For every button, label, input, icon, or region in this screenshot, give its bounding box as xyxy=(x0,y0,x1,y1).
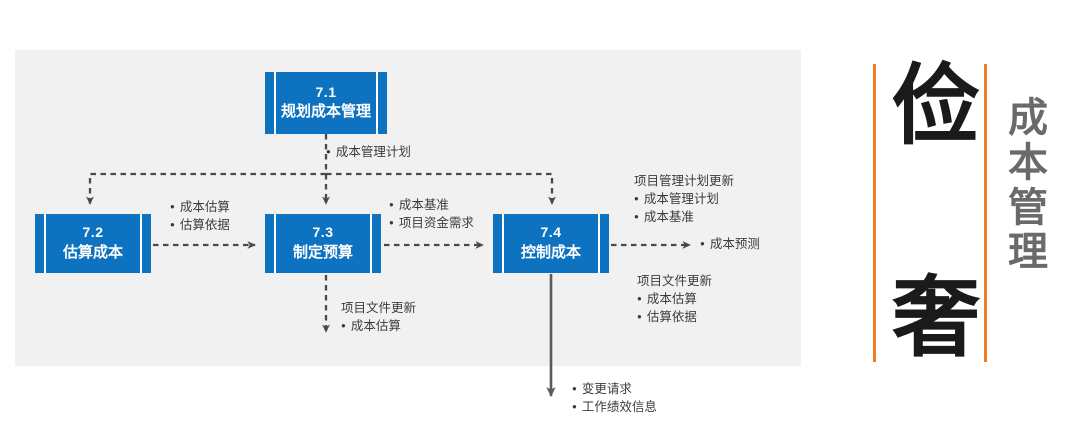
vertical-title-char: 管 xyxy=(1008,184,1048,231)
process-box-7-4[interactable]: 7.4 控制成本 xyxy=(493,214,609,273)
annotation-item: 工作绩效信息 xyxy=(572,398,657,416)
annotation-cost-forecast: 成本预测 xyxy=(700,235,760,253)
annotation-cost-baseline: 成本基准 项目资金需求 xyxy=(389,196,474,232)
process-box-7-1[interactable]: 7.1 规划成本管理 xyxy=(265,72,387,134)
annotation-item: 成本管理计划 xyxy=(634,190,734,208)
accent-rule-left xyxy=(873,64,876,362)
process-box-7-2-inner: 7.2 估算成本 xyxy=(44,214,142,273)
annotation-item: 成本估算 xyxy=(637,290,712,308)
annotation-pm-plan-updates: 项目管理计划更新 成本管理计划 成本基准 xyxy=(634,172,734,226)
annotation-item: 成本基准 xyxy=(634,208,734,226)
process-name: 控制成本 xyxy=(520,243,581,261)
process-name: 制定预算 xyxy=(292,243,353,261)
annotation-change-requests: 变更请求 工作绩效信息 xyxy=(572,380,657,416)
title-char-bottom: 奢 xyxy=(891,266,980,369)
process-name: 规划成本管理 xyxy=(280,103,371,121)
annotation-item: 估算依据 xyxy=(170,216,230,234)
process-box-7-3[interactable]: 7.3 制定预算 xyxy=(265,214,381,273)
annotation-item: 成本估算 xyxy=(341,317,416,335)
annotation-item: 变更请求 xyxy=(572,380,657,398)
annotation-cost-estimates: 成本估算 估算依据 xyxy=(170,198,230,234)
annotation-document-updates-7-4: 项目文件更新 成本估算 估算依据 xyxy=(637,272,712,326)
annotation-header: 项目文件更新 xyxy=(637,274,713,288)
annotation-item: 项目资金需求 xyxy=(389,214,474,232)
accent-rule-right xyxy=(984,64,987,362)
process-number: 7.3 xyxy=(312,224,334,241)
title-char-top: 俭 xyxy=(891,54,980,157)
process-number: 7.2 xyxy=(82,224,104,241)
vertical-title-char: 本 xyxy=(1008,139,1048,186)
annotation-header: 项目文件更新 xyxy=(341,301,417,315)
annotation-item: 成本基准 xyxy=(389,196,474,214)
annotation-item: 成本估算 xyxy=(170,198,230,216)
annotation-document-updates-7-3: 项目文件更新 成本估算 xyxy=(341,299,416,335)
process-box-7-2[interactable]: 7.2 估算成本 xyxy=(35,214,151,273)
process-number: 7.1 xyxy=(315,83,337,100)
process-box-7-1-inner: 7.1 规划成本管理 xyxy=(274,72,378,134)
process-box-7-4-inner: 7.4 控制成本 xyxy=(502,214,600,273)
annotation-item: 估算依据 xyxy=(637,308,712,326)
process-box-7-3-inner: 7.3 制定预算 xyxy=(274,214,372,273)
process-number: 7.4 xyxy=(540,224,562,241)
annotation-cost-management-plan: 成本管理计划 xyxy=(326,143,411,161)
process-name: 估算成本 xyxy=(62,243,123,261)
vertical-title-char: 成 xyxy=(1008,95,1048,141)
annotation-header: 项目管理计划更新 xyxy=(634,174,735,188)
vertical-title: 成 本 管 理 xyxy=(1000,96,1056,275)
vertical-title-char: 理 xyxy=(1008,229,1048,276)
